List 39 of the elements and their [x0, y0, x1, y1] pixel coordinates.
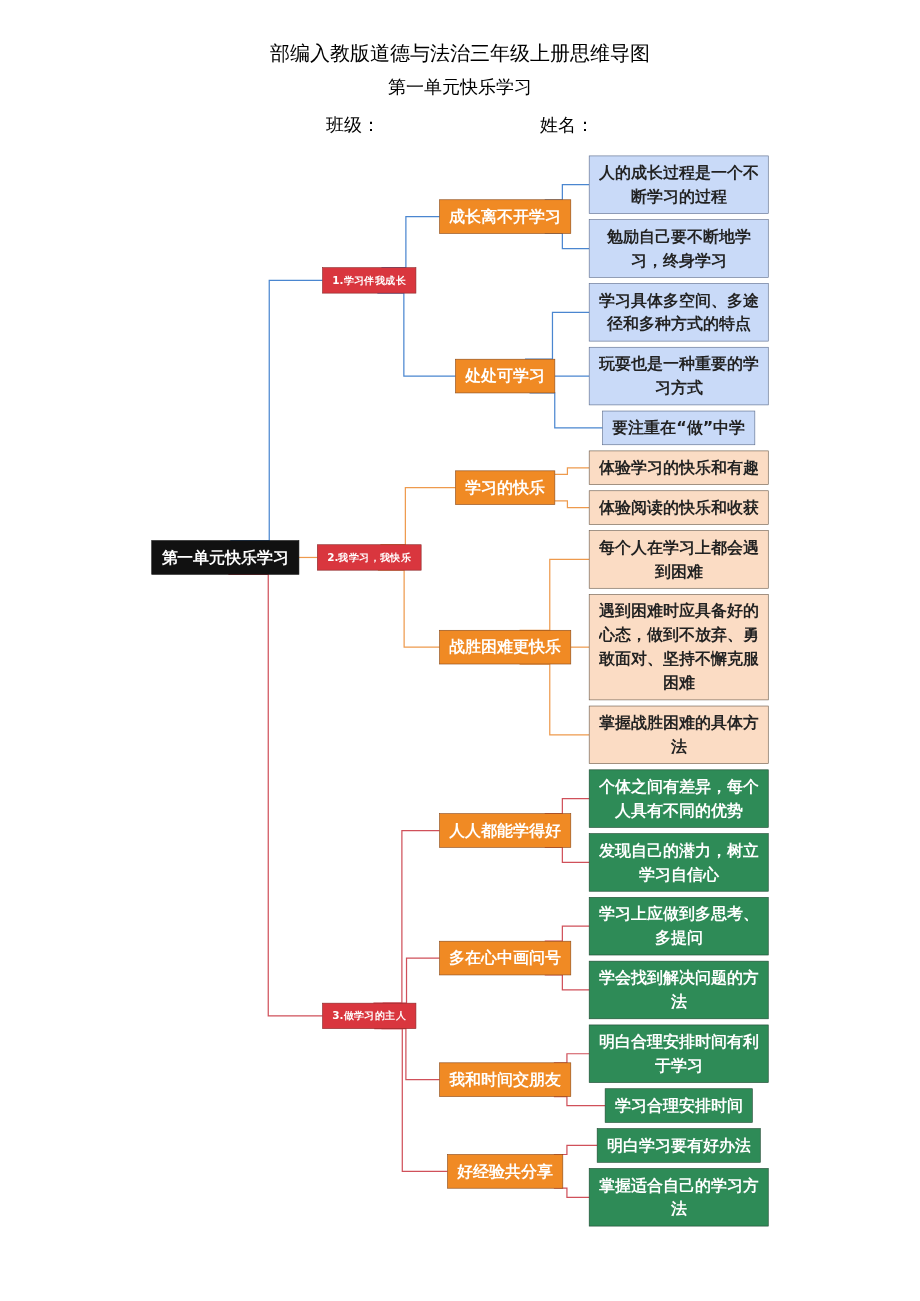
- node-box: 我和时间交朋友: [439, 1062, 572, 1097]
- node-box: 学习具体多空间、多途径和多种方式的特点: [588, 283, 769, 342]
- node-box: 人的成长过程是一个不断学习的过程: [588, 155, 769, 214]
- node-box: 勉励自己要不断地学习，终身学习: [588, 219, 769, 278]
- form-field-label: 班级：: [326, 113, 380, 137]
- node-box: 掌握战胜困难的具体方法: [588, 705, 769, 764]
- form-field-label: 姓名：: [540, 113, 594, 137]
- node-box: 人人都能学得好: [439, 813, 572, 848]
- node-box: 体验阅读的快乐和收获: [588, 490, 769, 525]
- node-box: 掌握适合自己的学习方法: [588, 1168, 769, 1227]
- node-box: 学习上应做到多思考、多提问: [588, 897, 769, 956]
- node-box: 1.学习伴我成长: [322, 267, 417, 294]
- node-box: 好经验共分享: [447, 1154, 564, 1189]
- node-box: 体验学习的快乐和有趣: [588, 450, 769, 485]
- node-box: 每个人在学习上都会遇到困难: [588, 530, 769, 589]
- node-box: 要注重在“做”中学: [602, 410, 756, 446]
- connector: [554, 500, 590, 509]
- connector: [298, 556, 318, 559]
- node-box: 明白学习要有好办法: [596, 1128, 761, 1163]
- node-box: 3.做学习的主人: [322, 1002, 417, 1029]
- node-box: 第一单元快乐学习: [151, 540, 300, 575]
- node-box: 遇到困难时应具备好的心态，做到不放弃、勇敢面对、坚持不懈克服困难: [588, 594, 769, 701]
- node-box: 学习的快乐: [455, 470, 556, 505]
- node-box: 个体之间有差异，每个人具有不同的优势: [588, 769, 769, 828]
- node-box: 明白合理安排时间有利于学习: [588, 1024, 769, 1083]
- node-box: 战胜困难更快乐: [439, 629, 572, 665]
- title: 部编入教版道德与法治三年级上册思维导图: [269, 40, 651, 67]
- node-box: 多在心中画问号: [439, 940, 572, 976]
- node-box: 学会找到解决问题的方法: [588, 960, 769, 1020]
- node-box: 学习合理安排时间: [604, 1088, 753, 1123]
- node-box: 玩耍也是一种重要的学习方式: [588, 346, 769, 406]
- node-box: 成长离不开学习: [439, 199, 572, 234]
- subtitle: 第一单元快乐学习: [387, 75, 533, 99]
- connector: [554, 467, 590, 476]
- connector: [570, 646, 590, 648]
- node-box: 处处可学习: [455, 358, 556, 394]
- node-box: 2.我学习，我快乐: [317, 544, 422, 571]
- connector: [554, 375, 590, 377]
- node-box: 发现自己的潜力，树立学习自信心: [588, 833, 769, 892]
